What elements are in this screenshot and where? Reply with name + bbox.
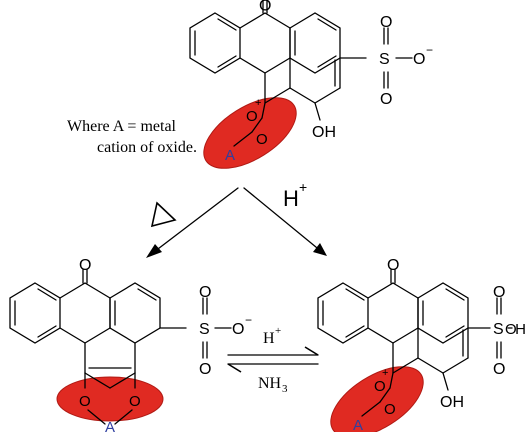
acid-label-sup: + [299,179,307,195]
bl-sulfonyl-o2: O [199,361,211,378]
top-sulfonyl-o2: O [380,91,392,108]
top-structure [189,0,413,169]
top-oxygen-1: O [246,108,258,125]
br-sulfonic-oh: OH [505,321,526,338]
br-oxygen-2: O [384,401,396,418]
top-sulfur: S [379,51,390,68]
bl-sulfonyl-o1: O [199,284,211,301]
top-plus-charge: + [255,97,261,109]
eq-reverse-sub: 3 [282,383,288,395]
top-sulfonate-o: O [413,51,425,68]
bottom-right-metal-oval [330,366,424,432]
eq-forward-sup: + [275,325,281,337]
br-hydroxyl: OH [440,394,464,411]
br-oxygen-1: O [374,378,386,395]
br-metal-a: A [353,417,363,432]
eq-reverse-label: NH [258,375,282,392]
bl-metal-a: A [105,419,115,432]
equilibrium-arrows [227,346,319,373]
bottom-left-structure [9,269,232,425]
bottom-right-structure [317,269,513,432]
triangle-heat-icon [150,201,177,228]
bl-sulfonate-charge: − [245,313,252,327]
br-plus-charge: + [382,367,388,379]
bl-sulfonate-o: O [232,321,244,338]
top-hydroxyl: OH [312,124,336,141]
eq-forward-label: H [263,330,275,347]
bl-sulfur: S [199,321,210,338]
caption-line-2: cation of oxide. [97,139,197,156]
br-sulfonyl-o1: O [493,284,505,301]
top-sulfonate-charge: − [426,43,433,57]
br-sulfur: S [493,321,504,338]
br-sulfonyl-o2: O [493,361,505,378]
bl-oxygen-1: O [79,393,91,410]
acid-label: H [283,186,299,211]
acid-arrow [243,187,327,256]
br-carbonyl-o: O [387,257,399,274]
top-sulfonyl-o1: O [380,14,392,31]
top-carbonyl-o: O [259,0,271,14]
caption-line-1: Where A = metal [67,118,177,135]
heat-arrow [146,187,239,258]
top-metal-a: A [225,147,235,164]
bl-carbonyl-o: O [79,257,91,274]
bl-oxygen-2: O [129,393,141,410]
top-oxygen-2: O [256,131,268,148]
bottom-left-metal-oval [56,376,164,422]
